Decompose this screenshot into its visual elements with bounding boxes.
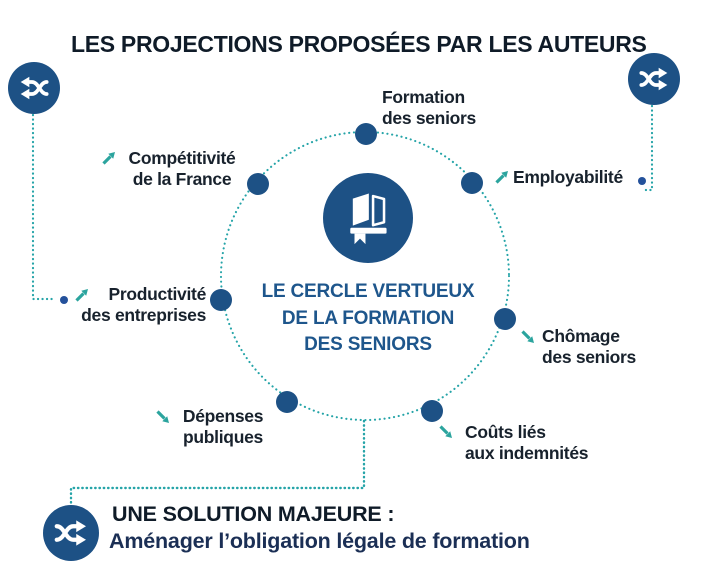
label-employabilite: Employabilité [513,167,623,188]
hub-title-line2: DE LA FORMATION [281,307,455,329]
label-depenses: Dépenses publiques [170,406,276,448]
node-dot-formation [355,123,377,145]
node-dot-depenses [276,391,298,413]
label-formation-line2: des seniors [382,108,476,128]
page-title: LES PROJECTIONS PROPOSÉES PAR LES AUTEUR… [71,31,647,57]
label-couts-line2: aux indemnités [465,443,589,463]
trend-up-icon [75,289,88,302]
label-productivite: Productivité des entreprises [68,284,206,326]
label-chomage: Chômage des seniors [542,326,636,368]
label-couts-line1: Coûts liés [465,422,546,442]
label-chomage-line2: des seniors [542,347,636,367]
endpoint-dot-productivite [60,296,68,304]
shuffle-icon [639,67,668,91]
connector-topleft-to-productivite [31,113,58,301]
label-formation: Formation des seniors [382,87,476,129]
solution-subheading: Aménager l’obligation légale de formatio… [109,529,530,553]
shuffle-icon [54,520,86,546]
hub-circle [323,173,413,263]
trend-up-icon [102,152,115,165]
trend-down-icon [439,425,452,438]
node-dot-competitivite [247,173,269,195]
shuffle-icon [20,76,49,100]
shuffle-badge-top-left [8,62,60,114]
connector-topright-to-employabilite [643,104,654,192]
hub-title-line1: LE CERCLE VERTUEUX [261,281,475,302]
hub-title: LE CERCLE VERTUEUX DE LA FORMATION DES S… [246,279,490,359]
dotted-circle [219,130,511,422]
node-dot-employabilite [461,172,483,194]
node-dot-productivite [210,289,232,311]
shuffle-badge-solution [43,505,99,561]
book-icon [350,193,387,245]
label-competitivite-line2: de la France [132,169,232,189]
label-competitivite-line1: Compétitivité [128,148,236,168]
label-depenses-line1: Dépenses [182,406,264,426]
label-employabilite-line1: Employabilité [513,167,623,187]
label-depenses-line2: publiques [183,427,263,447]
endpoint-dot-employabilite [638,177,646,185]
trend-up-icon [495,171,508,184]
trend-down-icon [156,410,169,423]
solution-heading: UNE SOLUTION MAJEURE : [112,502,395,526]
label-productivite-line1: Productivité [108,284,206,304]
label-productivite-line2: des entreprises [81,305,206,325]
connector-circle-to-solution [69,419,366,506]
node-dot-chomage [494,308,516,330]
label-couts: Coûts liés aux indemnités [465,422,589,464]
shuffle-badge-top-right [628,53,680,105]
label-competitivite: Compétitivité de la France [118,148,246,190]
hub-title-line3: DES SENIORS [304,334,432,355]
label-chomage-line1: Chômage [542,326,620,346]
trend-down-icon [521,330,534,343]
label-formation-line1: Formation [382,87,465,107]
node-dot-couts [421,400,443,422]
